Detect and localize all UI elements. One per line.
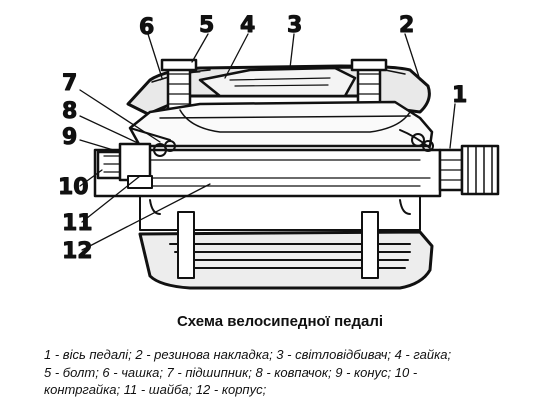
label-11: 11 xyxy=(62,211,93,236)
label-2: 2 xyxy=(399,13,414,38)
label-10: 10 xyxy=(58,175,89,200)
legend-line: 5 - болт; 6 - чашка; 7 - підшипник; 8 - … xyxy=(44,364,418,380)
legend-line: 1 - вісь педалі; 2 - резинова накладка; … xyxy=(44,347,452,362)
left-bolt xyxy=(160,58,198,120)
label-9: 9 xyxy=(62,125,77,150)
label-4: 4 xyxy=(240,13,255,38)
reflector xyxy=(198,66,357,98)
pedal-body xyxy=(93,100,442,231)
figure-legend: 1 - вісь педалі; 2 - резинова накладка; … xyxy=(44,346,524,399)
lower-rubber-pad xyxy=(138,211,434,290)
figure-title: Схема велосипедної педалі xyxy=(176,313,384,330)
left-bearing-assembly xyxy=(96,127,176,189)
label-6: 6 xyxy=(139,15,154,40)
label-8: 8 xyxy=(62,99,77,124)
pedal-drawing: 6 5 4 3 2 1 7 8 9 10 11 12 xyxy=(58,13,500,290)
pedal-axle xyxy=(438,144,500,196)
legend-line: контргайка; 11 - шайба; 12 - корпус; xyxy=(44,382,267,397)
label-1: 1 xyxy=(452,83,467,108)
right-bearing-assembly xyxy=(399,129,434,152)
leader-lines xyxy=(79,33,456,251)
label-7: 7 xyxy=(62,71,77,96)
label-3: 3 xyxy=(287,13,302,38)
label-12: 12 xyxy=(62,239,93,264)
label-5: 5 xyxy=(199,13,214,38)
